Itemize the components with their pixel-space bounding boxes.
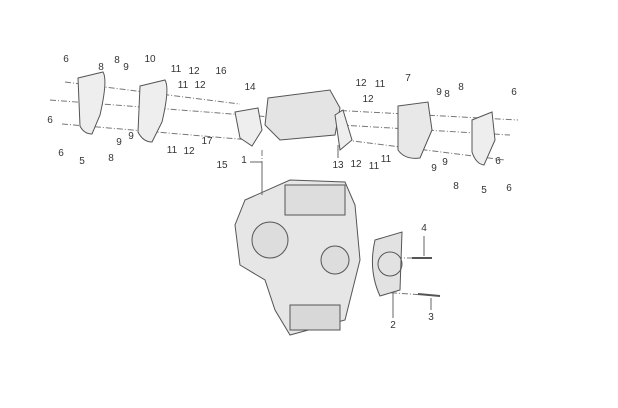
engine-part xyxy=(234,179,361,336)
callout-label: 6 xyxy=(511,87,517,98)
callout-label: 8 xyxy=(444,89,450,100)
callout-label: 6 xyxy=(47,115,53,126)
cover-7-part xyxy=(397,101,433,159)
callout-label: 9 xyxy=(436,87,442,98)
callout-label: 3 xyxy=(428,312,434,323)
callout-label: 4 xyxy=(421,223,427,234)
callout-label: 9 xyxy=(431,163,437,174)
oil-pan-part xyxy=(289,304,341,331)
callout-label: 8 xyxy=(98,62,104,73)
callout-label: 12 xyxy=(362,94,374,105)
callout-label: 8 xyxy=(108,153,114,164)
callout-label: 11 xyxy=(177,80,189,91)
bracket-13-part xyxy=(334,109,353,151)
callout-label: 11 xyxy=(166,145,178,156)
throttle-body-part xyxy=(264,89,341,141)
callout-label: 6 xyxy=(63,54,69,65)
callout-label: 9 xyxy=(442,157,448,168)
callout-label: 7 xyxy=(405,73,411,84)
side-cover-ring xyxy=(377,251,403,277)
callout-label: 9 xyxy=(128,131,134,142)
callout-label: 17 xyxy=(201,136,213,147)
callout-label: 8 xyxy=(458,82,464,93)
callout-label: 8 xyxy=(114,55,120,66)
engine-cover-part xyxy=(251,221,289,259)
callout-label: 13 xyxy=(332,160,344,171)
callout-label: 12 xyxy=(183,146,195,157)
callout-label: 10 xyxy=(144,54,156,65)
callout-label: 12 xyxy=(350,159,362,170)
cylinder-head-part xyxy=(284,184,346,216)
callout-label: 5 xyxy=(79,156,85,167)
engine-cover-part xyxy=(320,245,350,275)
callout-label: 11 xyxy=(374,79,386,90)
left-cover-part xyxy=(77,71,106,135)
callout-label: 6 xyxy=(506,183,512,194)
bolt-3-part xyxy=(417,293,441,297)
callout-label: 6 xyxy=(58,148,64,159)
cover-10-part xyxy=(137,79,168,143)
callout-label: 5 xyxy=(481,185,487,196)
callout-label: 16 xyxy=(215,66,227,77)
callout-label: 11 xyxy=(170,64,182,75)
right-cover-part xyxy=(471,111,496,166)
callout-label: 15 xyxy=(216,160,228,171)
callout-label: 14 xyxy=(244,82,256,93)
callout-label: 11 xyxy=(368,161,380,172)
callout-label: 12 xyxy=(188,66,200,77)
leader-lines xyxy=(250,145,432,318)
callout-label: 6 xyxy=(495,156,501,167)
callout-label: 2 xyxy=(390,320,396,331)
callout-label: 1 xyxy=(241,155,247,166)
callout-label: 8 xyxy=(453,181,459,192)
callout-label: 12 xyxy=(355,78,367,89)
bracket-14-part xyxy=(234,107,263,147)
callout-label: 11 xyxy=(380,154,392,165)
callout-label: 12 xyxy=(194,80,206,91)
callout-label: 9 xyxy=(116,137,122,148)
callout-label: 9 xyxy=(123,62,129,73)
side-cover-2-part xyxy=(371,231,403,297)
